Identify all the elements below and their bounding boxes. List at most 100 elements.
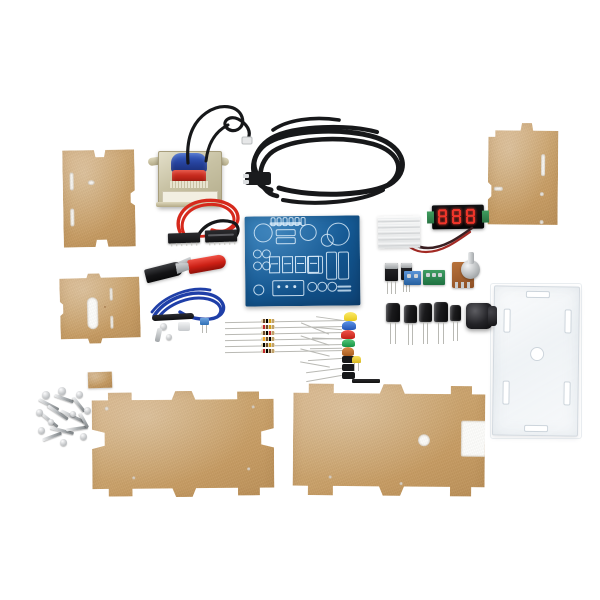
potentiometer-pin: [455, 282, 458, 289]
transformer-lead-wires: [186, 105, 253, 165]
enclosure-panel-right: [488, 122, 559, 231]
power-cord: [243, 116, 405, 205]
to220-lead: [403, 280, 404, 292]
panel-hole: [540, 220, 544, 224]
screw-head: [36, 409, 43, 416]
led-blue: [342, 321, 356, 330]
to220-lead: [387, 281, 388, 294]
small-hardware-nut: [160, 323, 167, 330]
hardware-screws: [36, 385, 98, 447]
panel-edge-strip: [352, 379, 380, 383]
dip-pin: [171, 243, 173, 247]
electrolytic-capacitor: [419, 303, 432, 344]
capacitor-lead: [438, 322, 439, 344]
panel-oval-slot: [87, 297, 99, 329]
enclosure-panel-bottom-left: [92, 389, 275, 499]
terminal-screw: [438, 273, 442, 277]
pcb-ic-outline: [325, 251, 338, 280]
panel-hole: [540, 192, 544, 196]
diode-bundle: [300, 320, 330, 376]
terminal-screw: [432, 273, 436, 277]
to220-lead: [406, 280, 407, 292]
dip-pin: [219, 242, 221, 246]
voltmeter-digit: [437, 209, 448, 225]
led-black-body: [342, 372, 355, 379]
led-black-body: [342, 364, 355, 371]
heatsink-fin: [378, 235, 421, 241]
panel-hole: [105, 407, 109, 411]
panel-hole: [88, 180, 95, 185]
screw-head: [58, 387, 66, 395]
panel-hole: [494, 187, 503, 191]
pcb-component-outline: [327, 281, 338, 292]
screw-terminal-blue: [404, 271, 421, 285]
fuse-holder: [178, 322, 190, 331]
ceramic-capacitor-lead: [354, 363, 355, 371]
screw-head: [84, 407, 91, 414]
capacitor-lead: [395, 322, 396, 344]
pcb-component-outline: [261, 249, 271, 259]
led-amber: [342, 347, 354, 356]
pcb-pad: [293, 285, 297, 289]
capacitor-lead: [443, 322, 444, 344]
resistor: [261, 325, 275, 329]
heatsink: [377, 215, 421, 249]
led-red: [341, 330, 355, 339]
resistor: [261, 349, 275, 353]
electrolytic-capacitor: [434, 302, 448, 344]
screw: [42, 431, 62, 442]
dip-pin: [186, 242, 188, 246]
heatsink-fin: [377, 217, 420, 223]
panel-display-cutout: [461, 421, 487, 457]
heatsink-fin: [377, 229, 421, 235]
capacitor-lead: [453, 321, 454, 341]
screw-head: [80, 433, 87, 440]
screw-terminal-green: [423, 270, 445, 285]
pcb-component-outline: [253, 284, 265, 296]
to220-lead: [409, 280, 410, 292]
dip-pin: [196, 242, 198, 246]
voltmeter-digit: [451, 208, 462, 225]
to220-metal-tab: [385, 263, 398, 269]
pcb-display-digit: [294, 255, 307, 274]
terminal-screw: [414, 274, 418, 278]
dip-pin: [209, 242, 211, 246]
capacitor-lead: [427, 322, 428, 344]
to220-regulator: [385, 263, 398, 294]
pcb-capacitor-outline: [299, 223, 317, 242]
enclosure-panel-fragment: [87, 371, 113, 389]
led-yellow: [344, 312, 357, 321]
pcb-header-pin: [276, 217, 282, 227]
transformer-secondary-winding: [172, 170, 206, 183]
capacitor-lead: [423, 322, 424, 344]
pcb-pad: [277, 285, 281, 289]
dip-pin: [234, 241, 236, 245]
electrolytic-capacitor: [450, 305, 461, 341]
capacitor-lead: [408, 323, 409, 345]
led-green: [342, 339, 355, 347]
black-test-lead: [196, 219, 240, 238]
led-black-body: [342, 356, 355, 363]
capacitor-lead: [457, 321, 458, 341]
to220-metal-tab: [401, 263, 412, 268]
resistor: [261, 331, 275, 335]
terminal-screw: [407, 274, 411, 278]
diode-lead: [300, 322, 330, 335]
dip-pin: [214, 242, 216, 246]
panel-hole: [400, 482, 403, 485]
small-hardware-nut: [166, 334, 172, 340]
diode-lead: [300, 348, 330, 357]
panel-slot: [109, 288, 112, 301]
enclosure-panel-left-lower: [59, 271, 141, 345]
resistor: [261, 343, 275, 347]
pcb-header-pin: [270, 217, 276, 227]
panel-slot: [541, 154, 545, 176]
pcb-transistor-outline: [320, 233, 334, 247]
potentiometer-pin: [467, 282, 470, 289]
screw-head: [60, 439, 67, 446]
screw-head: [48, 419, 54, 425]
trim-capacitor: [200, 318, 209, 325]
pcb-capacitor-outline: [253, 223, 273, 243]
panel-mark: [104, 306, 106, 308]
enclosure-panel-bottom-right: [292, 381, 485, 499]
